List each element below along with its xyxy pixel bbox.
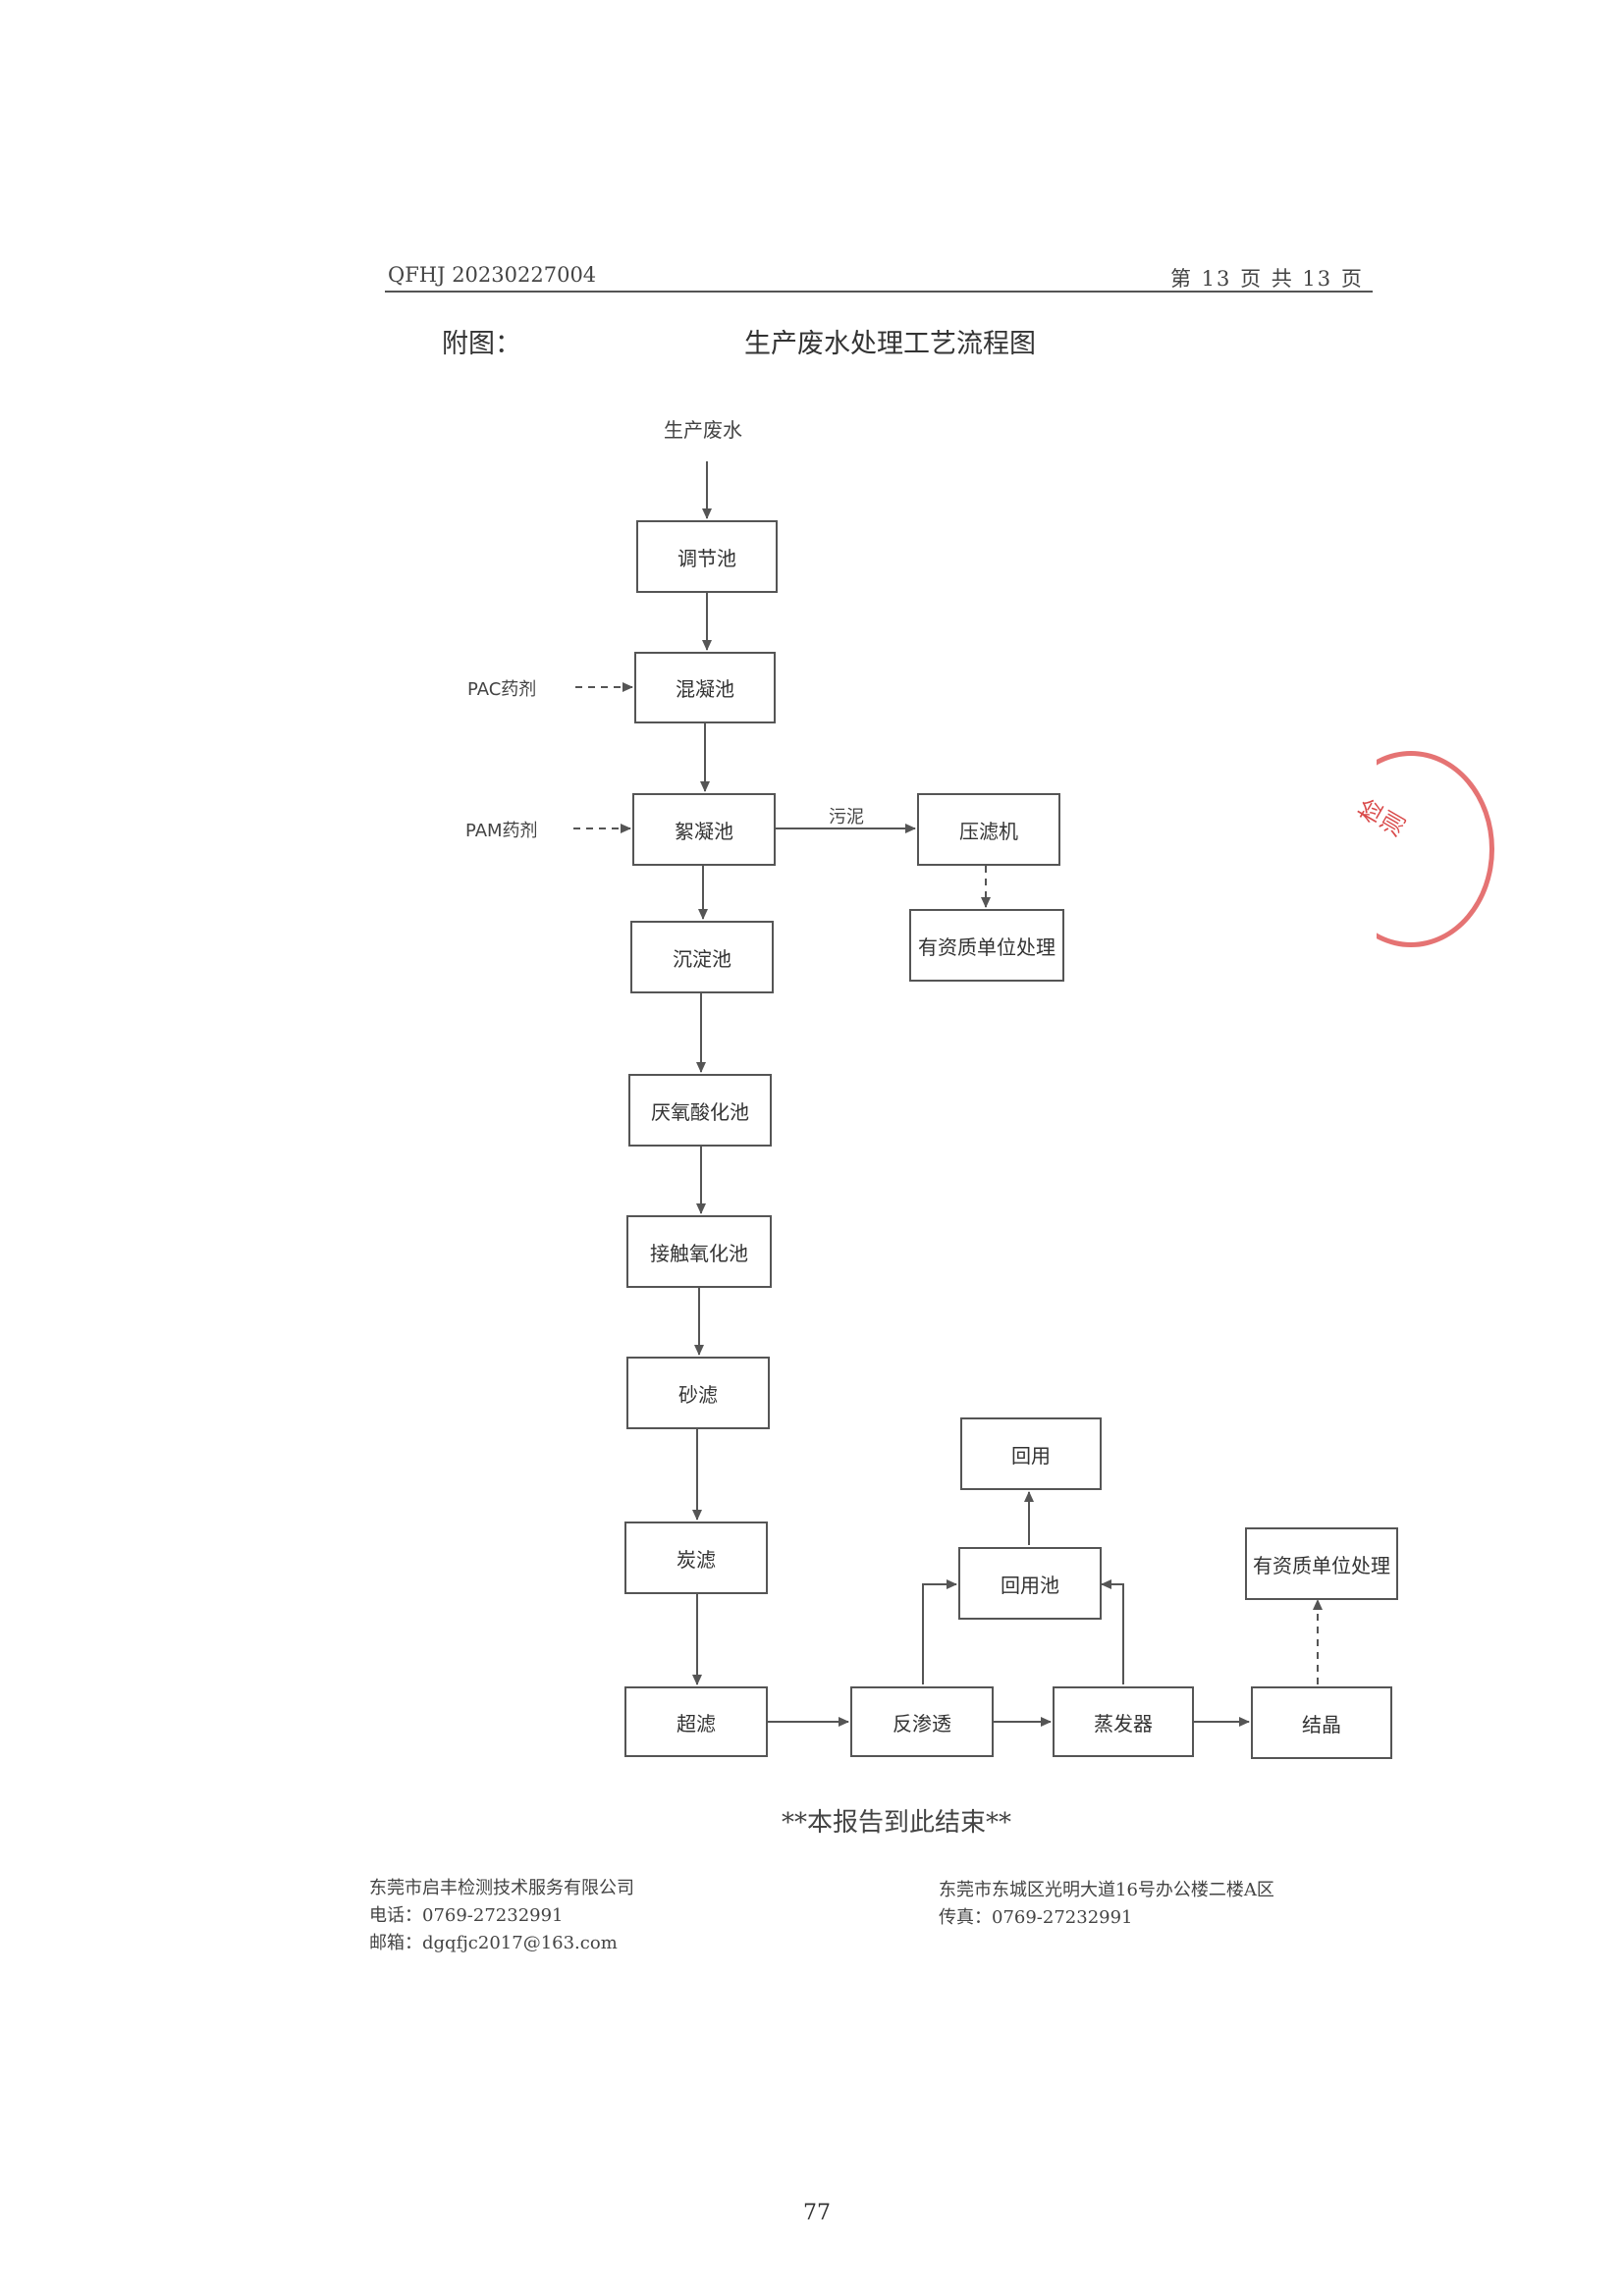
node-tiaojie: 调节池 bbox=[636, 520, 778, 593]
node-chaolv: 超滤 bbox=[624, 1686, 768, 1757]
node-jiejing: 结晶 bbox=[1251, 1686, 1392, 1759]
node-xuning: 絮凝池 bbox=[632, 793, 776, 866]
node-zhengfaqi: 蒸发器 bbox=[1053, 1686, 1194, 1757]
footer-right: 东莞市东城区光明大道16号办公楼二楼A区 传真：0769-27232991 bbox=[939, 1877, 1274, 1932]
node-shalv: 砂滤 bbox=[626, 1357, 770, 1429]
figure-title: 生产废水处理工艺流程图 bbox=[744, 329, 1036, 359]
sludge-label: 污泥 bbox=[829, 807, 864, 828]
footer-left: 东莞市启丰检测技术服务有限公司 电话：0769-27232991 邮箱：dgqf… bbox=[369, 1875, 634, 1957]
node-youzizhi-1: 有资质单位处理 bbox=[909, 909, 1064, 982]
report-number: QFHJ 20230227004 bbox=[388, 263, 597, 287]
page-number: 77 bbox=[803, 2201, 831, 2225]
node-huiyong: 回用 bbox=[960, 1417, 1102, 1490]
pac-label: PAC药剂 bbox=[467, 679, 537, 700]
source-label: 生产废水 bbox=[664, 418, 742, 442]
footer-address: 东莞市东城区光明大道16号办公楼二楼A区 bbox=[939, 1880, 1274, 1900]
figure-label: 附图： bbox=[442, 329, 521, 359]
node-hunning: 混凝池 bbox=[634, 652, 776, 723]
header-divider bbox=[385, 291, 1373, 293]
node-yanyang: 厌氧酸化池 bbox=[628, 1074, 772, 1147]
node-tanlv: 炭滤 bbox=[624, 1522, 768, 1594]
node-yalvji: 压滤机 bbox=[917, 793, 1060, 866]
node-fanshentou: 反渗透 bbox=[850, 1686, 994, 1757]
footer-fax: 传真：0769-27232991 bbox=[939, 1907, 1133, 1928]
pam-label: PAM药剂 bbox=[465, 821, 538, 841]
footer-phone: 电话：0769-27232991 bbox=[369, 1905, 564, 1926]
arrow-zhengfaqi-to-huiyongchi bbox=[1101, 1579, 1124, 1684]
arrow-fanshentou-to-huiyongchi bbox=[922, 1579, 957, 1684]
node-chendian: 沉淀池 bbox=[630, 921, 774, 993]
footer-email: 邮箱：dgqfjc2017@163.com bbox=[369, 1933, 618, 1953]
page-info: 第 13 页 共 13 页 bbox=[1170, 267, 1364, 291]
footer-company: 东莞市启丰检测技术服务有限公司 bbox=[369, 1878, 634, 1898]
node-jiechu: 接触氧化池 bbox=[626, 1215, 772, 1288]
end-note: **本报告到此结束** bbox=[782, 1808, 1012, 1838]
node-youzizhi-2: 有资质单位处理 bbox=[1245, 1527, 1398, 1600]
node-huiyongchi: 回用池 bbox=[958, 1547, 1102, 1620]
